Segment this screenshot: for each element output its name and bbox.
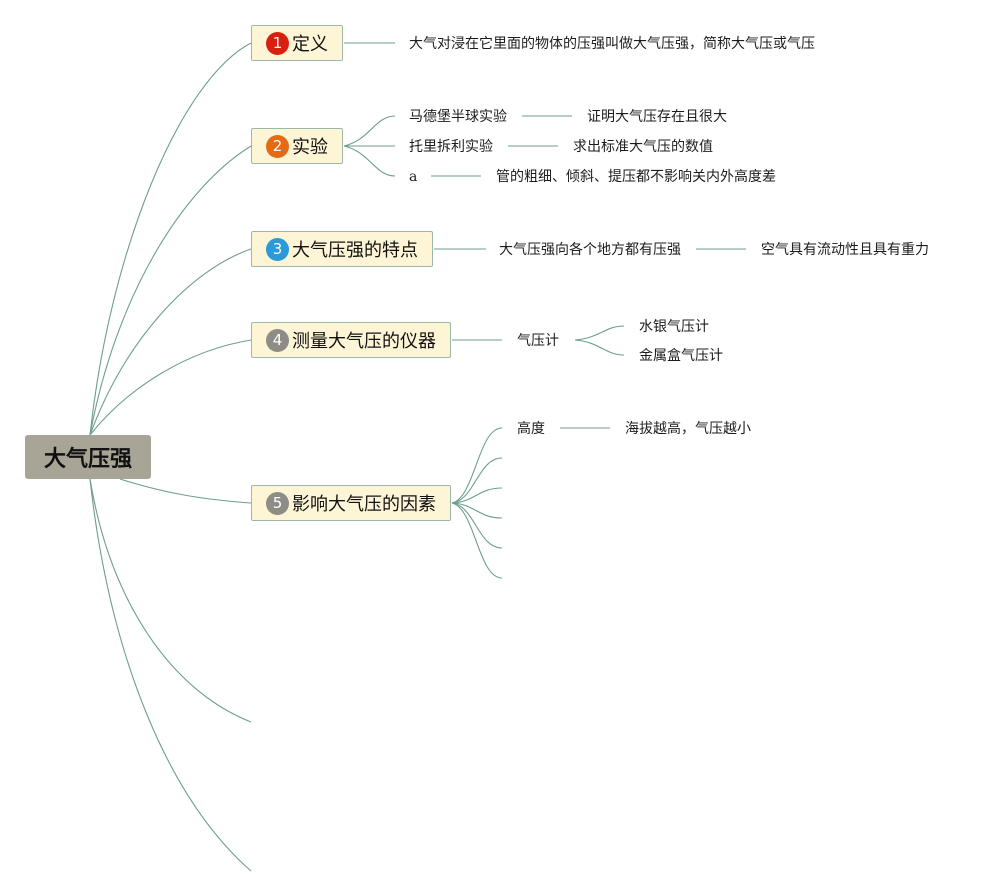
link-factors-empty-5: [451, 502, 503, 579]
instruments-item-barometer[interactable]: 气压计: [517, 333, 559, 349]
definition-text[interactable]: 大气对浸在它里面的物体的压强叫做大气压强，简称大气压或气压: [409, 36, 815, 52]
root-topic[interactable]: 大气压强: [25, 435, 151, 479]
link-factors-empty-1: [451, 457, 503, 504]
branch-features[interactable]: 3 大气压强的特点: [251, 231, 433, 267]
features-item[interactable]: 大气压强向各个地方都有压强: [499, 242, 681, 258]
link-factors-empty-2: [451, 487, 503, 504]
branch-experiment[interactable]: 2 实验: [251, 128, 343, 164]
factors-note-altitude[interactable]: 海拔越高，气压越小: [625, 421, 751, 437]
link-root-instruments: [89, 339, 252, 436]
link-root-factors: [119, 478, 252, 504]
experiment-item-torricelli[interactable]: 托里拆利实验: [409, 139, 493, 155]
link-barometer-sub-1: [574, 325, 625, 341]
branch-label: 定义: [292, 34, 328, 55]
link-factors-empty-4: [451, 502, 503, 549]
link-experiment-child-1: [343, 115, 396, 147]
experiment-item-magdeburg[interactable]: 马德堡半球实验: [409, 109, 507, 125]
number-marker-icon: 2: [266, 134, 289, 158]
number-marker-icon: 4: [266, 328, 289, 352]
link-root-empty-2: [89, 478, 252, 872]
link-factors-child-1: [451, 427, 503, 504]
number-marker-icon: 3: [266, 237, 289, 261]
experiment-note-magdeburg[interactable]: 证明大气压存在且很大: [587, 109, 727, 125]
number-marker-icon: 5: [266, 491, 289, 515]
experiment-item-a[interactable]: a: [409, 169, 418, 185]
branch-label: 影响大气压的因素: [292, 494, 436, 515]
link-root-definition: [89, 42, 252, 436]
link-experiment-child-3: [343, 145, 396, 177]
branch-label: 大气压强的特点: [292, 240, 418, 261]
factors-item-altitude[interactable]: 高度: [517, 421, 545, 437]
link-root-empty-1: [89, 478, 252, 723]
number-marker-icon: 1: [266, 31, 289, 55]
link-root-experiment: [89, 145, 252, 436]
branch-label: 实验: [292, 137, 328, 158]
barometer-sub-aneroid[interactable]: 金属盒气压计: [639, 348, 723, 364]
experiment-note-torricelli[interactable]: 求出标准大气压的数值: [573, 139, 713, 155]
branch-instruments[interactable]: 4 测量大气压的仪器: [251, 322, 451, 358]
branch-label: 测量大气压的仪器: [292, 331, 436, 352]
root-topic-label: 大气压强: [43, 447, 132, 472]
features-note[interactable]: 空气具有流动性且具有重力: [761, 242, 929, 258]
link-root-features: [89, 248, 252, 436]
branch-factors[interactable]: 5 影响大气压的因素: [251, 485, 451, 521]
experiment-note-a[interactable]: 管的粗细、倾斜、提压都不影响关内外高度差: [496, 169, 776, 185]
barometer-sub-mercury[interactable]: 水银气压计: [639, 319, 709, 335]
branch-definition[interactable]: 1 定义: [251, 25, 343, 61]
link-barometer-sub-2: [574, 339, 625, 356]
link-factors-empty-3: [451, 502, 503, 519]
